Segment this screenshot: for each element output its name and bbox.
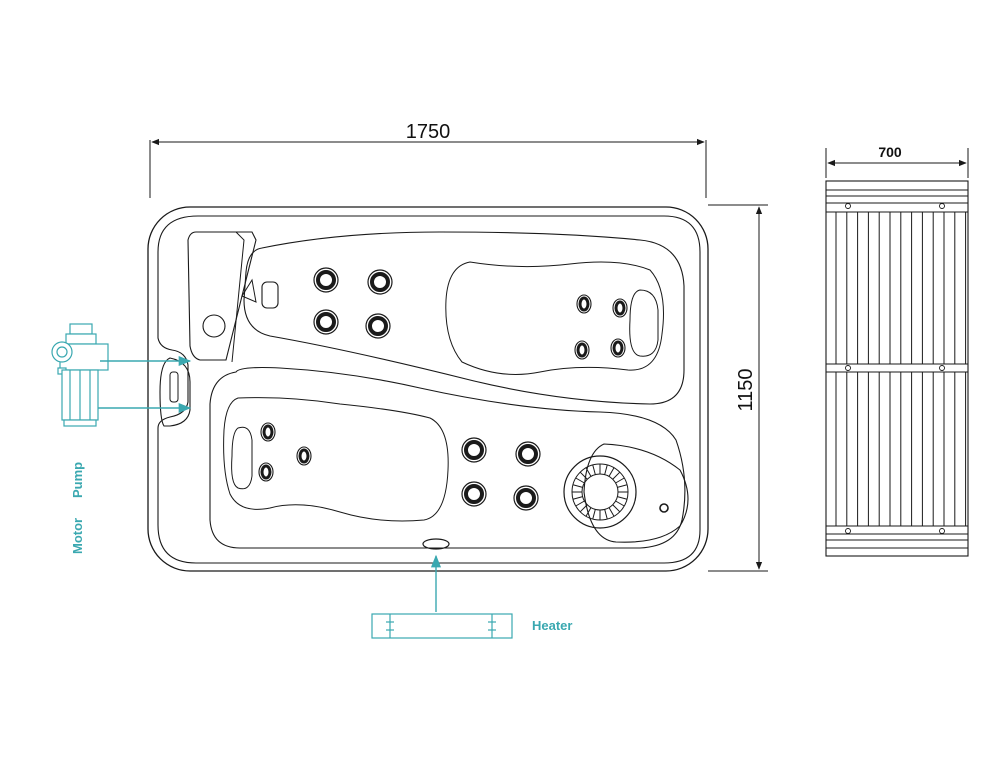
jet-icon — [515, 441, 541, 467]
top-width-dimension — [149, 138, 707, 198]
jet-icon — [513, 485, 539, 511]
small-jet-icon — [258, 462, 274, 482]
filter-core — [581, 473, 619, 511]
side-view-screws — [845, 203, 945, 534]
small-jet-icon — [296, 446, 312, 466]
jet-icon — [313, 309, 339, 335]
top-width-label: 1750 — [406, 121, 451, 143]
jet-icon — [461, 437, 487, 463]
lower-headrest — [231, 426, 253, 490]
tub-outer-shell — [147, 206, 709, 572]
corner-step-edge — [231, 231, 245, 363]
jets-group — [258, 267, 628, 511]
motor-label: Motor — [70, 518, 85, 554]
spa-tub — [147, 206, 709, 572]
small-jet-icon — [574, 340, 590, 360]
filter-teeth — [572, 464, 628, 520]
upper-seat-outline — [243, 231, 685, 405]
jet-icon — [367, 269, 393, 295]
heater-icon — [371, 613, 513, 639]
jet-icon — [365, 313, 391, 339]
bottom-suction — [422, 538, 450, 550]
filter-housing — [583, 443, 689, 543]
side-height-label: 1150 — [735, 368, 757, 411]
side-view-width-label: 700 — [878, 144, 902, 160]
filter-side-jet — [659, 503, 669, 513]
filter-ring-outer — [563, 455, 637, 529]
small-jet-icon — [576, 294, 592, 314]
small-jet-icon — [610, 338, 626, 358]
small-jet-icon — [612, 298, 628, 318]
jet-icon — [461, 481, 487, 507]
tub-inner-rim — [157, 215, 701, 564]
corner-step — [187, 231, 257, 361]
side-fitting-slot — [169, 371, 179, 403]
jet-icon — [313, 267, 339, 293]
side-view-slats — [835, 212, 967, 526]
pump-arrows — [98, 355, 192, 414]
lower-seat-outline — [209, 366, 686, 549]
motor-pump-icon — [51, 323, 109, 427]
upper-seat-backrest — [445, 261, 664, 375]
side-height-dimension — [708, 204, 768, 572]
drain-fitting — [202, 314, 226, 338]
pump-label: Pump — [70, 462, 85, 498]
upper-headrest — [629, 289, 659, 357]
small-jet-icon — [260, 422, 276, 442]
air-control-triangle — [241, 278, 257, 303]
side-view-dimension — [825, 148, 969, 178]
heater-label: Heater — [532, 618, 572, 633]
pillow-fitting — [261, 281, 279, 309]
side-fitting-housing — [159, 357, 191, 427]
lower-seat-backrest — [223, 397, 449, 522]
